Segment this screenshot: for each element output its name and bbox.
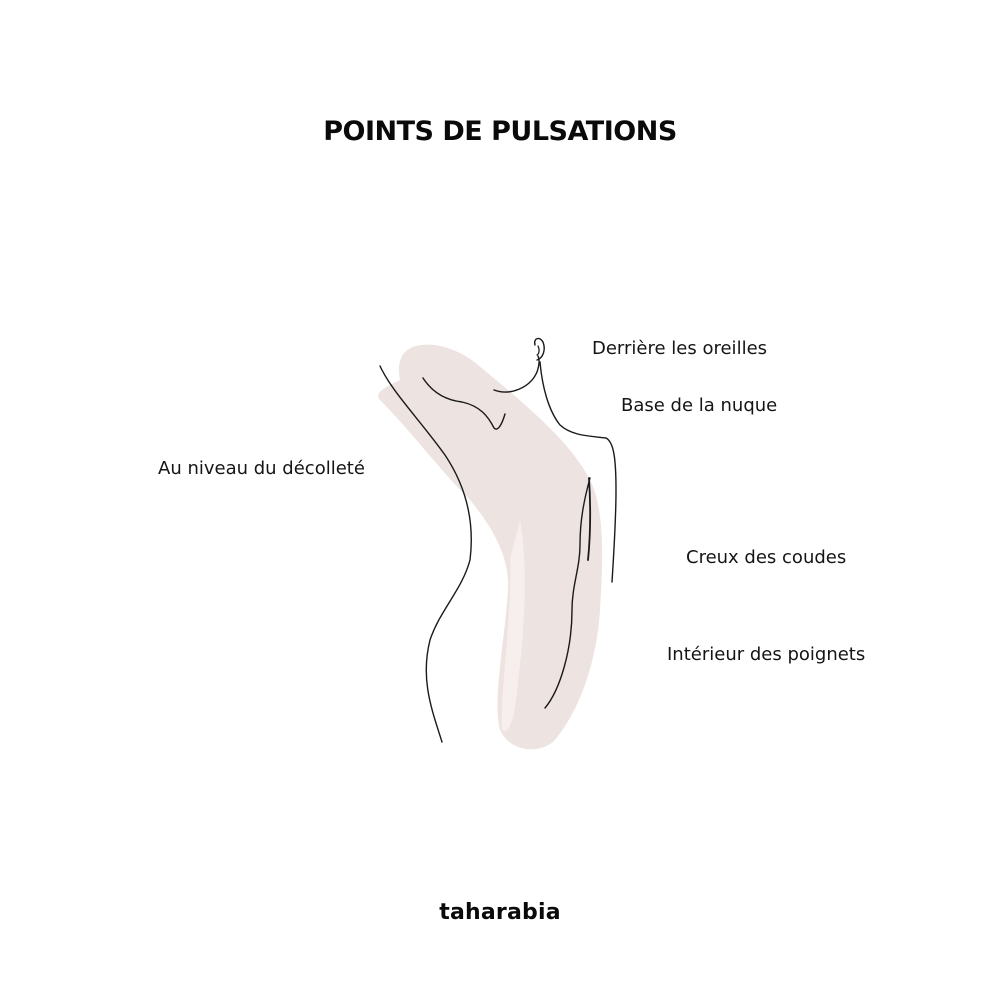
label-behind-ears: Derrière les oreilles: [592, 338, 768, 359]
highlight-brush-stroke: [378, 344, 603, 750]
ear-inner: [536, 345, 540, 356]
body-contour-back: [379, 365, 472, 743]
highlight-brush-streak: [501, 520, 525, 731]
arm-contour: [544, 477, 591, 709]
label-inner-wrists: Intérieur des poignets: [667, 644, 866, 665]
brand-logo-text: taharabia: [439, 900, 561, 925]
jaw-contour: [493, 355, 540, 393]
label-decollete: Au niveau du décolleté: [158, 458, 365, 479]
label-elbow-creases: Creux des coudes: [686, 547, 847, 568]
page-title: POINTS DE PULSATIONS: [323, 116, 677, 147]
ear-contour: [533, 337, 545, 361]
neck-contour: [539, 361, 617, 583]
arm-contour-inner: [587, 477, 591, 561]
body-contour-shoulder: [422, 377, 506, 430]
label-base-of-neck: Base de la nuque: [621, 395, 778, 416]
